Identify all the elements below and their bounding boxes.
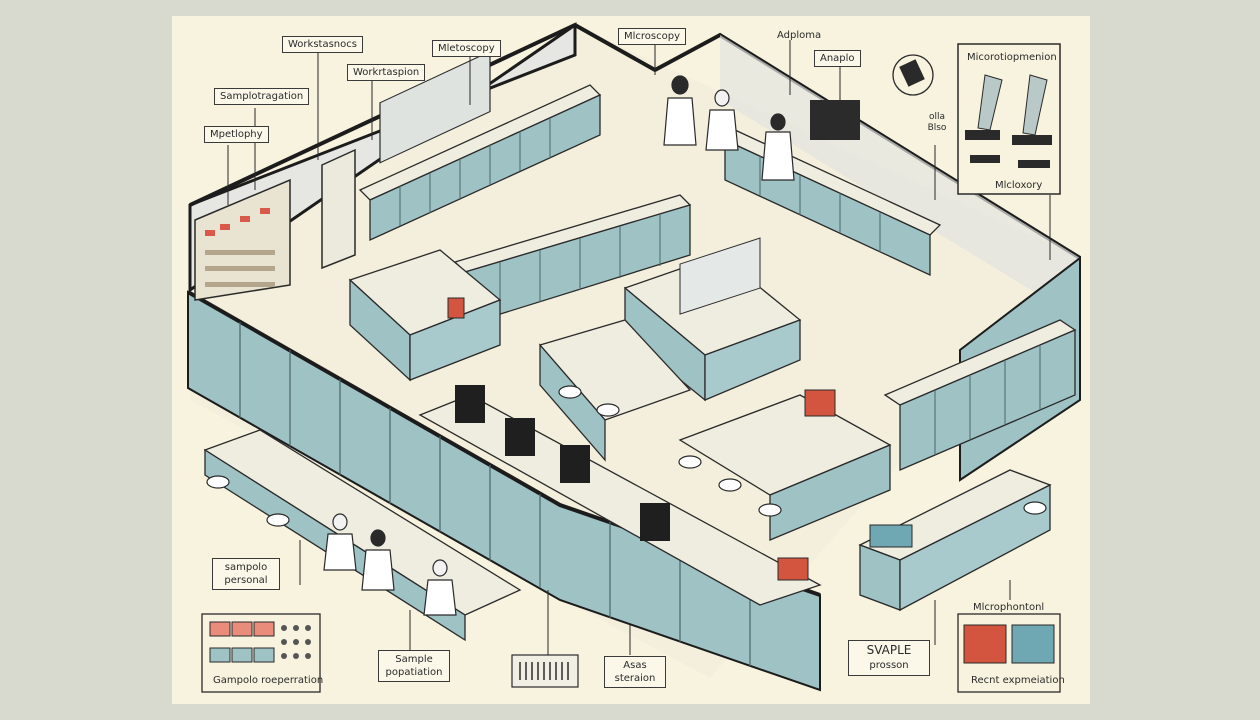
bench-center-top (453, 194, 692, 326)
label-sample-prep-top: Samplotragation (214, 88, 310, 105)
label-micro-bottom: Mlcrophontonl (973, 602, 1045, 613)
bench-monitors (418, 385, 822, 606)
microscope-inset (957, 43, 1061, 195)
sample-inset (201, 613, 321, 693)
monitor-3 (560, 445, 590, 483)
label-mpetlophy: Mpetlophy (204, 126, 269, 143)
label-micro-sub: Mlcloxory (995, 180, 1043, 191)
bench-back-left (358, 50, 602, 242)
label-micro-prep: Micorotiopmenion (967, 52, 1057, 63)
label-svaple-sub: prosson (869, 660, 909, 671)
chairs (206, 385, 1047, 527)
label-workstation: Workrtaspion (347, 64, 426, 81)
bench-middle-island (623, 237, 802, 402)
label-recent-prep: Recnt expmeiation (971, 675, 1065, 686)
storage-shelf (194, 178, 291, 301)
label-sample-prep-bottom: Gampolo roeperration (213, 675, 324, 686)
monitor-back-right (810, 100, 860, 140)
label-side-small: olla Blso (927, 112, 947, 133)
barcode-panel (511, 654, 579, 688)
label-svaple-title: SVAPLE (866, 643, 912, 657)
label-svaple: SVAPLE prosson (848, 640, 930, 676)
bench-middle-long (538, 319, 692, 462)
leader-lines (227, 40, 1051, 660)
label-workstations: Workstasnocs (282, 36, 363, 53)
bench-bottom-right (858, 469, 1052, 612)
label-microscopy-top: Mletoscopy (432, 40, 501, 57)
label-adploma: Adploma (777, 30, 822, 41)
label-sample-personal: sampolo personal (212, 558, 280, 590)
door (321, 148, 356, 270)
label-microscopy-mid: Mlcroscopy (618, 28, 687, 45)
front-wall-panels (239, 322, 751, 666)
label-sample-population: Sample popatiation (378, 650, 450, 682)
bench-right-counter (883, 319, 1077, 471)
monitor-1 (455, 385, 485, 423)
bench-center-lower (678, 389, 892, 541)
scientists (323, 75, 795, 616)
label-anaplo: Anaplo (814, 50, 861, 67)
recent-inset (957, 613, 1061, 693)
bench-left-island (348, 249, 502, 382)
label-area-station: Asas steraion (604, 656, 666, 688)
monitor-4 (640, 503, 670, 541)
monitor-2 (505, 418, 535, 456)
